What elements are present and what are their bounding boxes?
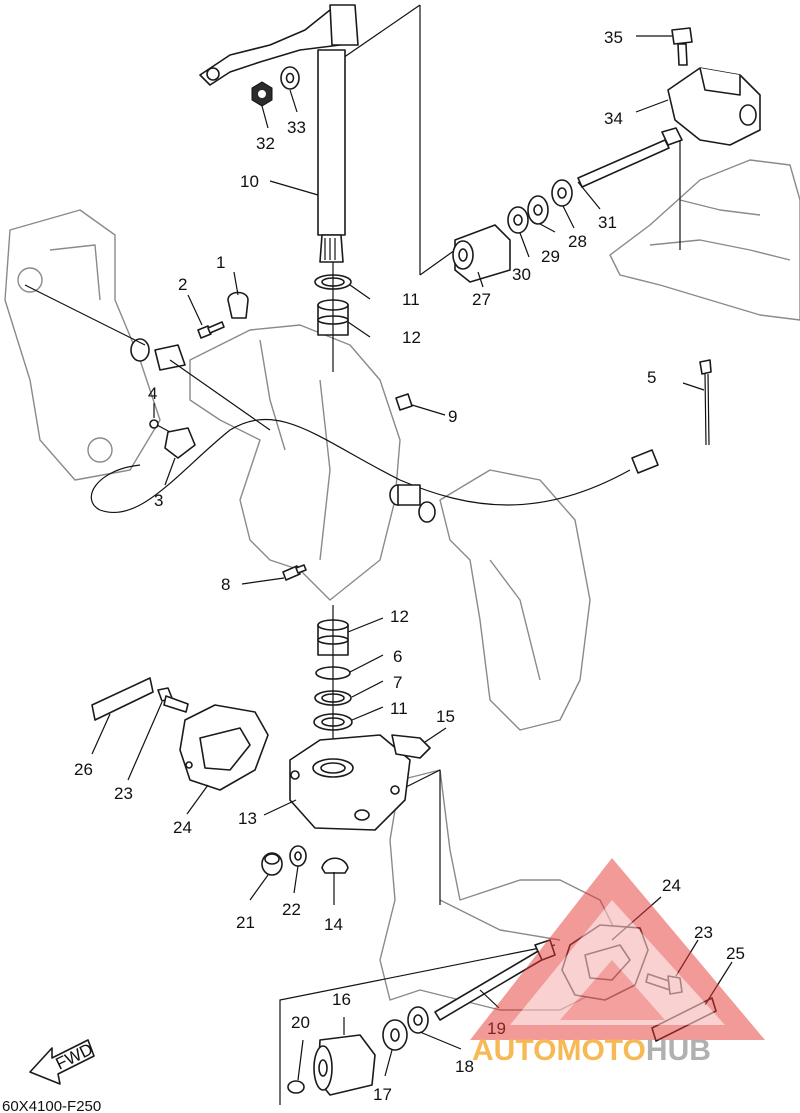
callout-30: 30: [512, 265, 531, 284]
callout-25: 25: [726, 944, 745, 963]
nut-32: [251, 81, 273, 107]
watermark-logo: AUTOMOTOHUB: [470, 858, 765, 1067]
callout-34: 34: [604, 109, 623, 128]
diagram-code: 60X4100-F250: [2, 1098, 101, 1113]
rubber-mount-24-left: [179, 704, 269, 791]
callout-11-bottom: 11: [390, 699, 408, 718]
callout-27: 27: [472, 290, 491, 309]
callout-12-bottom: 12: [390, 607, 409, 626]
grommet-pair: [389, 484, 436, 523]
top-cowling-bracket-outline: [609, 159, 800, 321]
watermark-triangle-icon: [470, 858, 765, 1040]
callout-1: 1: [216, 253, 225, 272]
callout-23-left: 23: [114, 784, 133, 803]
callout-16: 16: [332, 990, 351, 1009]
callout-33: 33: [287, 118, 306, 137]
watermark-text: AUTOMOTOHUB: [472, 1034, 711, 1067]
callout-3: 3: [154, 491, 163, 510]
label-26-left: [91, 677, 154, 721]
callout-6: 6: [393, 647, 402, 666]
screw-8: [282, 564, 307, 581]
bolt-35: [671, 27, 693, 66]
steering-shaft: [317, 49, 346, 263]
steering-arm: [199, 4, 359, 86]
washer-22: [289, 845, 307, 867]
callout-22: 22: [282, 900, 301, 919]
sensor-3: [164, 427, 196, 459]
fwd-label: FWD: [53, 1040, 96, 1074]
callout-24-left: 24: [173, 818, 192, 837]
swivel-bracket-outline: [189, 324, 401, 601]
callout-8: 8: [221, 575, 230, 594]
mount-27: [452, 224, 511, 283]
clip-14: [321, 857, 349, 874]
callout-11-top: 11: [402, 290, 420, 309]
washer-29: [527, 195, 549, 225]
bolt-23-left: [157, 687, 189, 713]
callout-24-right: 24: [662, 876, 681, 895]
callout-26: 26: [74, 760, 93, 779]
upper-case-outline: [439, 469, 591, 731]
callout-18: 18: [455, 1057, 474, 1076]
mount-bracket-34: [667, 67, 761, 146]
callout-5: 5: [647, 368, 656, 387]
washer-18: [407, 1006, 429, 1034]
callout-9: 9: [448, 407, 457, 426]
callout-12-top: 12: [402, 328, 421, 347]
callout-20: 20: [291, 1013, 310, 1032]
clamp-1: [227, 291, 249, 319]
stopper-15: [391, 734, 431, 759]
screw-4: [149, 419, 171, 433]
callout-7: 7: [393, 673, 402, 692]
mount-16: [313, 1034, 376, 1096]
grommet-9: [395, 393, 413, 411]
washer-28: [551, 179, 573, 207]
callout-17: 17: [373, 1085, 392, 1104]
callout-4: 4: [148, 384, 157, 403]
washer-17: [382, 1019, 408, 1051]
callout-14: 14: [324, 915, 343, 934]
callout-32: 32: [256, 134, 275, 153]
watermark-moto: MOTO: [556, 1034, 645, 1067]
callout-29: 29: [541, 247, 560, 266]
bolt-31: [577, 127, 683, 188]
washer-30: [507, 206, 529, 234]
callout-13: 13: [238, 809, 257, 828]
stern-bracket-outline: [4, 209, 161, 481]
callout-23-right: 23: [694, 923, 713, 942]
callout-35: 35: [604, 28, 623, 47]
watermark-auto: AUTO: [472, 1034, 556, 1067]
watermark-hub: HUB: [646, 1034, 711, 1067]
lower-mount-bracket-13: [289, 734, 411, 831]
callout-21: 21: [236, 913, 255, 932]
screw-2: [197, 321, 225, 339]
callout-15: 15: [436, 707, 455, 726]
callout-10: 10: [240, 172, 259, 191]
fwd-arrow: FWD: [29, 1039, 96, 1085]
callout-2: 2: [178, 275, 187, 294]
callout-31: 31: [598, 213, 617, 232]
washer-20: [287, 1080, 305, 1094]
wire-harness: [24, 284, 659, 513]
washer-33: [280, 66, 300, 90]
nut-cap-21: [261, 852, 283, 876]
cable-tie-5: [699, 359, 712, 446]
callout-28: 28: [568, 232, 587, 251]
